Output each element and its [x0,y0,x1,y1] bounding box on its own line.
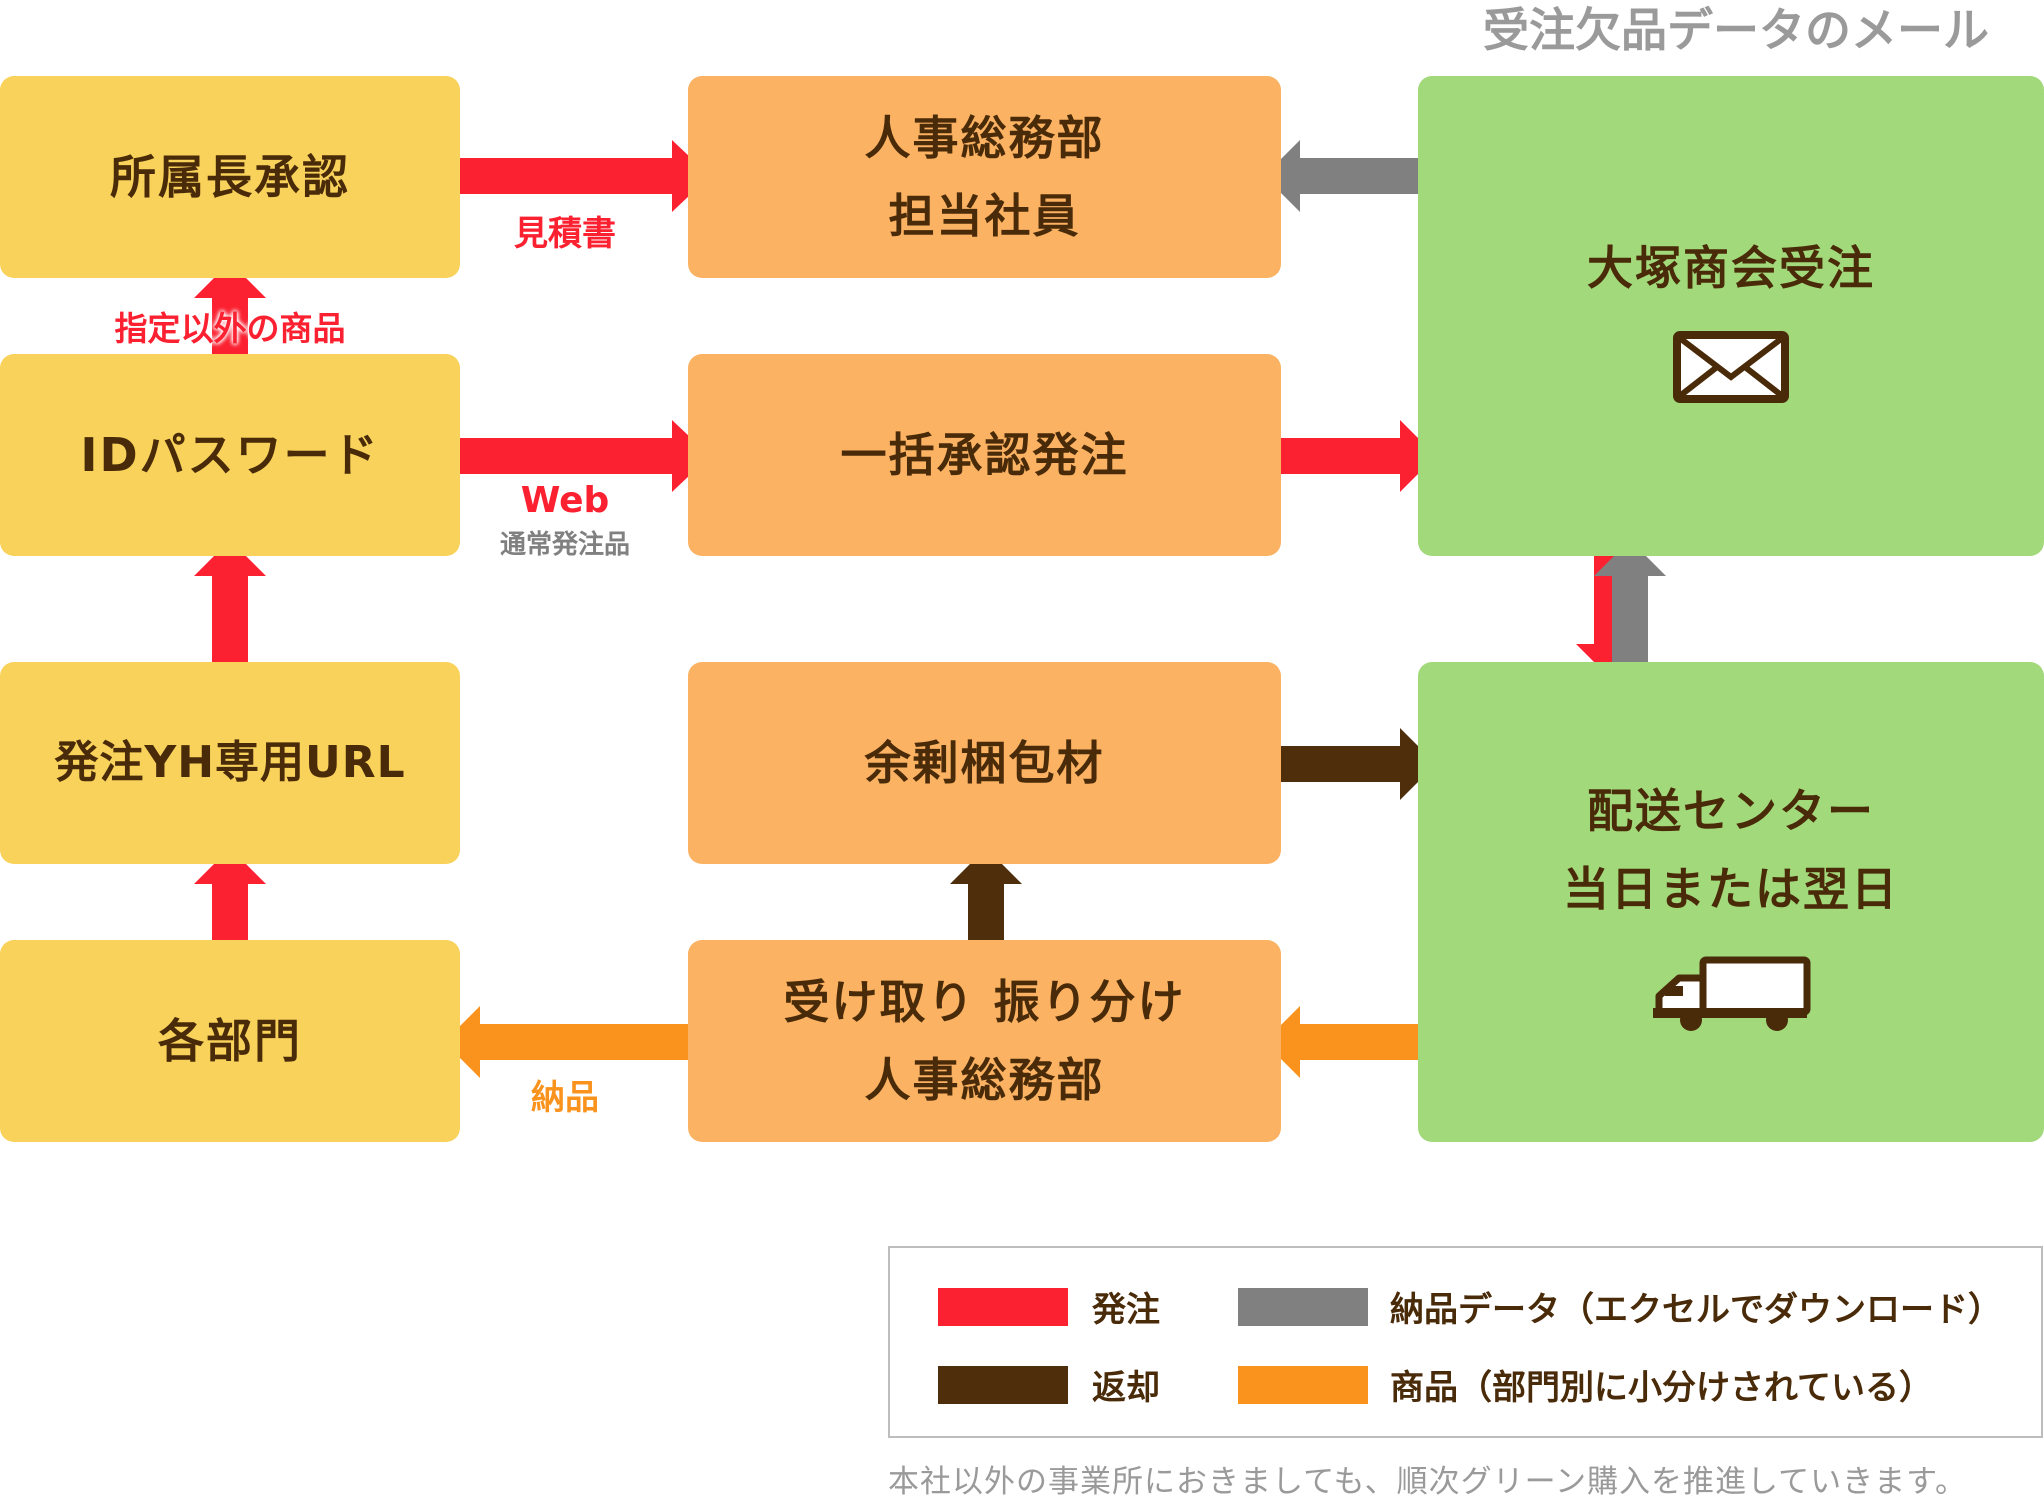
label-tsujo: 通常発注品 [499,530,630,560]
legend-return-label: 返却 [1092,1368,1160,1408]
label-nohin: 納品 [531,1078,599,1118]
arrow-center-to-otsuka [1594,540,1666,662]
box-yojo: 余剰梱包材 [688,662,1281,864]
box-uketori-line1: 受け取り 振り分け [783,975,1186,1029]
box-ikkatsu: 一括承認発注 [688,354,1281,556]
box-jinji-line1: 人事総務部 [864,111,1105,165]
arrow-url-to-idpass [194,540,266,662]
box-jinji: 人事総務部 担当社員 [688,76,1281,278]
box-idpass-label: IDパスワード [80,428,380,482]
legend-swatch-return [938,1366,1068,1404]
arrow-idpass-to-shozoku [194,262,266,354]
box-ikkatsu-label: 一括承認発注 [840,428,1129,482]
arrow-otsuka-to-jinji [1264,140,1418,212]
box-shozoku: 所属長承認 [0,76,460,278]
box-kakubu: 各部門 [0,940,460,1142]
arrow-shozoku-to-jinji [460,140,710,212]
box-otsuka: 大塚商会受注 [1418,76,2044,556]
legend-swatch-goods [1238,1366,1368,1404]
box-center: 配送センター 当日または翌日 [1418,662,2044,1142]
header-label: 受注欠品データのメール [1483,3,1989,57]
box-kakubu-label: 各部門 [158,1014,302,1068]
legend-swatch-data [1238,1288,1368,1326]
label-mitsumori: 見積書 [514,214,616,254]
envelope-icon [1673,331,1789,403]
legend: 発注 納品データ（エクセルでダウンロード） 返却 商品（部門別に小分けされている… [888,1246,2043,1438]
legend-swatch-order [938,1288,1068,1326]
arrow-center-to-uketori [1264,1006,1418,1078]
arrow-kakubu-to-url [194,848,266,940]
arrow-uketori-to-kakubu [444,1006,688,1078]
legend-data-label: 納品データ（エクセルでダウンロード） [1390,1290,2002,1330]
arrow-ikkatsu-to-otsuka [1281,420,1436,492]
footer-note: 本社以外の事業所におきましても、順次グリーン購入を推進していきます。 [888,1464,1968,1500]
label-shitei: 指定以外の商品 [114,309,346,348]
arrow-yojo-to-center [1281,728,1436,800]
box-center-line2: 当日または翌日 [1563,862,1899,916]
legend-goods-label: 商品（部門別に小分けされている） [1390,1368,1933,1408]
truck-icon [1653,956,1811,1031]
box-shozoku-label: 所属長承認 [110,150,350,204]
box-center-line1: 配送センター [1587,784,1875,838]
box-yojo-label: 余剰梱包材 [864,736,1105,790]
arrow-uketori-to-yojo [950,848,1022,940]
box-otsuka-label: 大塚商会受注 [1587,241,1875,295]
box-uketori-line2: 人事総務部 [864,1053,1105,1107]
box-uketori: 受け取り 振り分け 人事総務部 [688,940,1281,1142]
label-web: Web [520,480,610,521]
arrow-idpass-to-ikkatsu [460,420,710,492]
box-idpass: IDパスワード [0,354,460,556]
box-jinji-line2: 担当社員 [888,189,1081,243]
box-url-label: 発注YH専用URL [54,737,406,788]
box-url: 発注YH専用URL [0,662,460,864]
legend-order-label: 発注 [1092,1290,1160,1330]
